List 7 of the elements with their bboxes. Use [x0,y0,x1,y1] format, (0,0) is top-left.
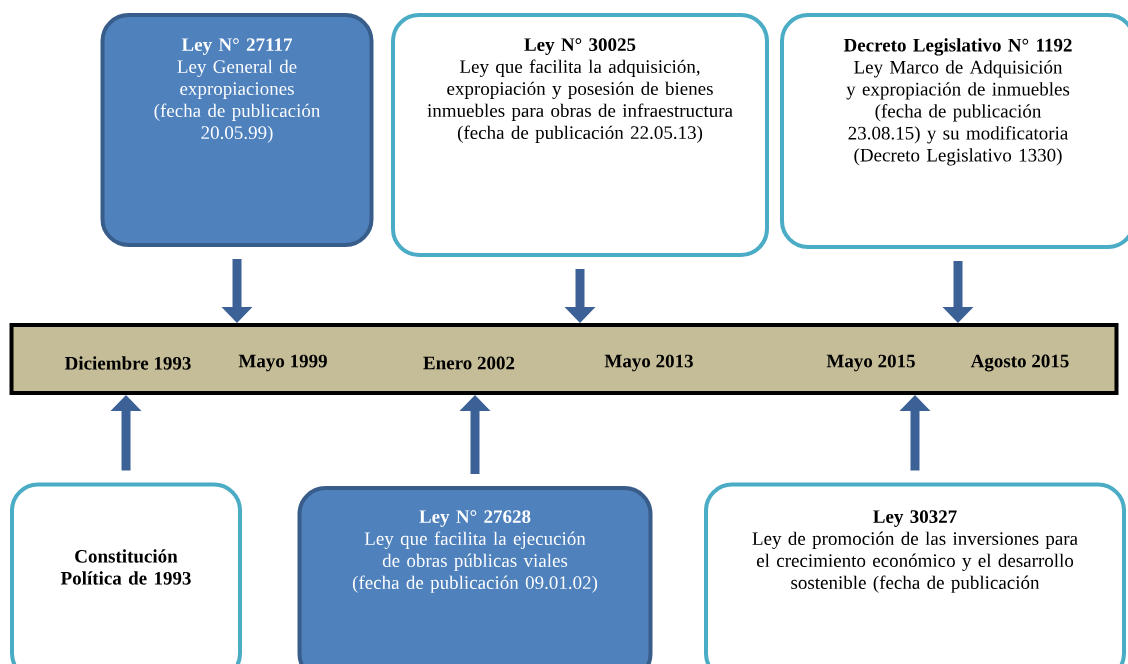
law-box: Constitución Política de 1993 [10,482,242,664]
law-box: Ley N° 30025 Ley que facilita la adquisición, expropiación y posesión de bienes inmuebles para obras de infraestructura (fecha de publicación 22.05.13) [391,13,769,257]
law-box: Ley N° 27117 Ley General de expropiaciones (fecha de publicación 20.05.99) [100,13,374,247]
law-box: Ley N° 27628 Ley que facilita la ejecución de obras públicas viales (fecha de publicación 09.01.02) [297,486,653,664]
law-box: Ley 30327 Ley de promoción de las inversiones para el crecimiento económico y el desarrollo sostenible (fecha de publicación [704,482,1126,664]
law-box: Decreto Legislativo N° 1192 Ley Marco de Adquisición y expropiación de inmuebles (fecha de publicación 23.08.15) y su modificatoria (Decreto Legislativo 1330) [780,13,1128,249]
timeline-bar: Diciembre 1993 Mayo 1999 Enero 2002 Mayo 2013 Mayo 2015 Agosto 2015 [9,323,1119,395]
